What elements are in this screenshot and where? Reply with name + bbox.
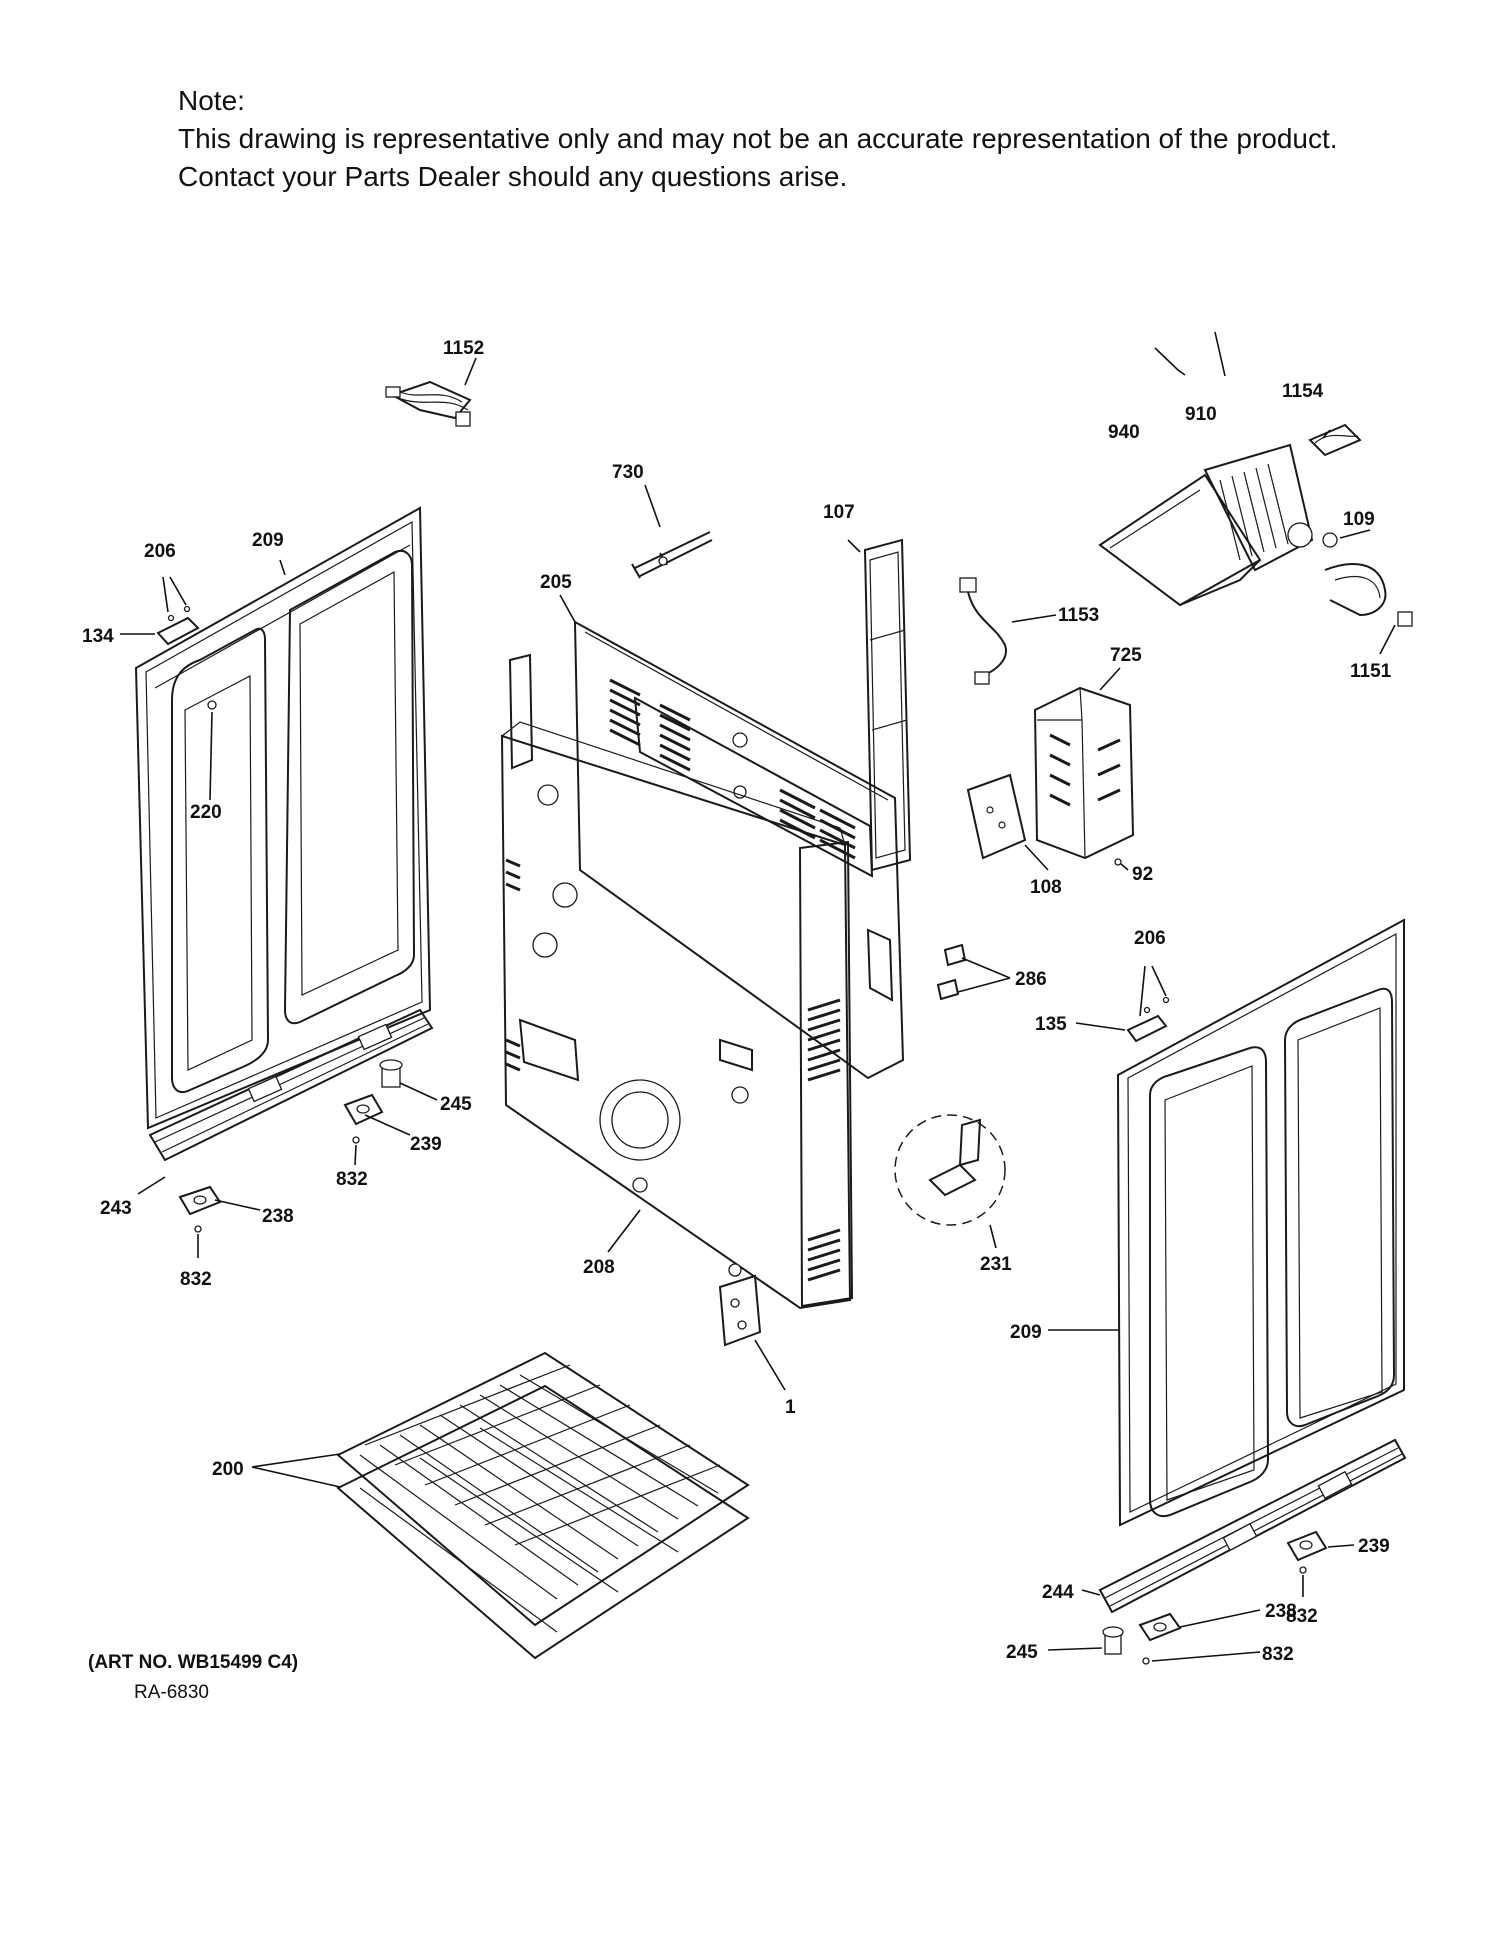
- callout-832-left-b: 832: [180, 1269, 212, 1290]
- callout-940: 940: [1108, 422, 1140, 443]
- callout-209-right: 209: [1010, 1322, 1042, 1343]
- part-108-board: [966, 773, 1027, 860]
- callout-286: 286: [1015, 969, 1047, 990]
- callout-1152: 1152: [443, 338, 484, 359]
- callout-1153: 1153: [1058, 605, 1099, 626]
- part-209-right-side-panel: [1116, 918, 1405, 1527]
- callout-910: 910: [1185, 404, 1217, 425]
- part-205-back-panel: [508, 620, 905, 1080]
- leader-lines: [120, 331, 1396, 1662]
- callout-243: 243: [100, 1198, 132, 1219]
- footer: (ART NO. WB15499 C4) RA-6830: [88, 1652, 298, 1703]
- callout-206-right: 206: [1134, 928, 1166, 949]
- part-92-screw: [1114, 858, 1122, 866]
- callout-1154: 1154: [1282, 381, 1324, 402]
- note-line-2: Contact your Parts Dealer should any que…: [178, 161, 848, 192]
- part-940-duct: [1098, 473, 1262, 607]
- callout-108: 108: [1030, 877, 1062, 898]
- note-heading: Note:: [178, 85, 245, 116]
- part-1151-wire-harness: [1324, 563, 1413, 627]
- part-243-base-rail: [148, 1008, 434, 1162]
- callout-238-right: 238: [1265, 1601, 1297, 1622]
- callout-92: 92: [1132, 864, 1153, 885]
- callout-1151: 1151: [1350, 661, 1392, 682]
- note-line-1: This drawing is representative only and …: [178, 123, 1338, 154]
- callout-206-left: 206: [144, 541, 176, 562]
- part-109-thermostat: [1322, 532, 1338, 548]
- part-leveling-feet-left: [178, 1059, 403, 1233]
- callout-832-left-a: 832: [336, 1169, 368, 1190]
- part-208-inner-panel: [500, 721, 854, 1310]
- callout-832-right-a: 832: [1286, 1606, 1318, 1627]
- part-leveling-feet-right: [1102, 1530, 1328, 1665]
- part-1-hinge: [718, 1274, 762, 1347]
- part-200-oven-racks: [336, 1351, 750, 1660]
- part-1153-wire: [959, 577, 1007, 685]
- callout-135: 135: [1035, 1014, 1067, 1035]
- callout-107: 107: [823, 502, 855, 523]
- ra-number: RA-6830: [134, 1682, 209, 1703]
- callout-220: 220: [190, 802, 222, 823]
- callout-209-left: 209: [252, 530, 284, 551]
- part-209-left-side-panel: [134, 506, 432, 1130]
- part-107-cover: [863, 538, 912, 872]
- callout-832-right-b: 832: [1262, 1644, 1294, 1665]
- callout-239-left: 239: [410, 1134, 442, 1155]
- art-number: (ART NO. WB15499 C4): [88, 1652, 298, 1673]
- callout-109: 109: [1343, 509, 1375, 530]
- part-134-bracket: [156, 605, 200, 646]
- callout-labels: 1152 730 107 1154 940 910 109 1153 1151 …: [82, 338, 1392, 1665]
- callout-1: 1: [785, 1397, 796, 1418]
- callout-208: 208: [583, 1257, 615, 1278]
- callout-200: 200: [212, 1459, 244, 1480]
- disclaimer-note: Note: This drawing is representative onl…: [178, 82, 1478, 196]
- part-1154-wire-harness: [1308, 423, 1362, 457]
- part-231-bracket: [894, 1114, 1006, 1226]
- callout-239-right: 239: [1358, 1536, 1390, 1557]
- callout-238-left: 238: [262, 1206, 294, 1227]
- callout-231: 231: [980, 1254, 1012, 1275]
- callout-725: 725: [1110, 645, 1142, 666]
- part-730-element: [631, 531, 713, 579]
- callout-244: 244: [1042, 1582, 1074, 1603]
- callout-205: 205: [540, 572, 572, 593]
- callout-245-left: 245: [440, 1094, 472, 1115]
- callout-730: 730: [612, 462, 644, 483]
- part-135-bracket: [1126, 996, 1170, 1043]
- part-1152-wire-harness: [385, 380, 472, 427]
- part-220-screw: [207, 700, 217, 710]
- part-725-bracket: [1033, 686, 1135, 860]
- part-244-base-rail: [1098, 1438, 1407, 1614]
- callout-245-right: 245: [1006, 1642, 1038, 1663]
- callout-134: 134: [82, 626, 114, 647]
- part-910-fan-motor: [1203, 443, 1314, 572]
